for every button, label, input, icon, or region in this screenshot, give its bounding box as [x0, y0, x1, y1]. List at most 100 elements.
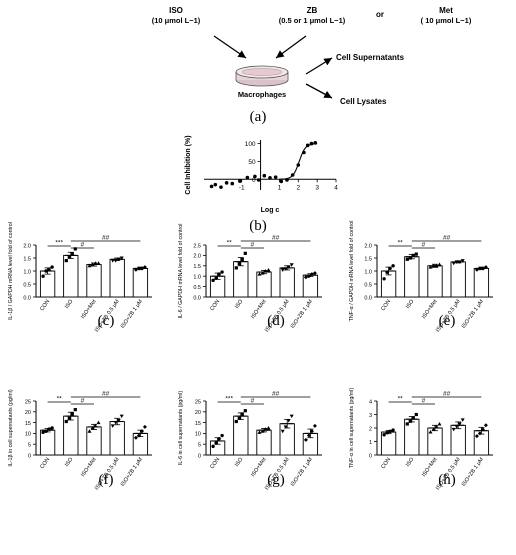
data-point — [451, 261, 456, 266]
data-point — [474, 267, 479, 272]
data-point — [47, 268, 51, 272]
panel-label-c: (c) — [98, 313, 115, 329]
y-tick-label: 15 — [195, 421, 201, 427]
data-point — [70, 412, 74, 416]
data-point — [209, 184, 214, 189]
data-point — [286, 418, 291, 423]
data-point — [391, 428, 395, 432]
bar-chart-d: 0.00.51.01.52.02.5IL-6 / GAPDH mRNA leve… — [178, 224, 322, 333]
data-point — [285, 178, 289, 182]
category-label: CON — [209, 457, 221, 470]
y-tick-label: 10 — [195, 432, 201, 438]
data-point — [133, 267, 138, 272]
data-point — [483, 265, 488, 270]
data-point — [279, 179, 284, 184]
data-point — [260, 271, 265, 275]
significance-label: ** — [398, 396, 404, 403]
y-tick-label: 0.0 — [23, 295, 31, 301]
data-point — [44, 429, 48, 433]
data-point — [460, 259, 465, 263]
significance-label: ** — [398, 240, 404, 247]
y-axis-title: TNF-α in cell supernatants (pg/ml) — [349, 388, 355, 468]
category-label: ISO — [405, 456, 416, 468]
bar — [450, 261, 466, 298]
y-tick-label: 50 — [248, 159, 256, 166]
data-point — [136, 433, 141, 438]
bar — [256, 429, 272, 456]
data-point — [283, 267, 288, 271]
data-point — [290, 173, 295, 177]
supernatants-label: Cell Supernatants — [336, 53, 405, 62]
data-point — [256, 178, 261, 182]
data-point — [243, 409, 247, 413]
y-tick-label: 0.5 — [193, 285, 201, 291]
bar — [473, 267, 490, 298]
data-point — [243, 251, 247, 255]
culture-dish-icon — [235, 65, 289, 87]
data-point — [47, 427, 51, 431]
category-label: CON — [39, 457, 51, 470]
category-label: CON — [380, 457, 392, 470]
y-tick-label: 2.5 — [193, 243, 201, 249]
bar — [86, 264, 102, 298]
data-point — [116, 257, 121, 262]
data-point — [139, 429, 144, 434]
data-point — [431, 263, 436, 268]
data-point — [457, 260, 462, 264]
y-tick-label: 3 — [369, 413, 372, 419]
data-point — [480, 427, 485, 432]
y-tick-label: 0 — [198, 453, 201, 459]
category-label: ISO — [64, 298, 75, 310]
panel-label-h: (h) — [438, 472, 456, 488]
data-point — [90, 426, 95, 430]
data-point — [50, 265, 54, 269]
y-axis-title: IL-6 in cell supernatants (pg/ml) — [178, 391, 184, 465]
data-point — [64, 259, 68, 263]
panel-label-b: (b) — [249, 218, 267, 234]
category-label: CON — [209, 299, 221, 312]
category-label: ISO+ZB 1 μM — [461, 456, 485, 487]
y-tick-label: 25 — [25, 399, 31, 405]
data-point — [230, 181, 235, 186]
data-point — [408, 419, 412, 423]
data-point — [142, 265, 147, 270]
arrow-iso — [213, 35, 247, 59]
data-point — [283, 425, 288, 429]
panel-label-a: (a) — [250, 109, 267, 125]
y-tick-label: 0.5 — [23, 282, 31, 288]
data-point — [286, 265, 291, 269]
data-point — [67, 255, 71, 259]
data-point — [73, 408, 77, 412]
data-point — [405, 257, 409, 261]
data-point — [214, 276, 218, 280]
data-point — [289, 414, 294, 419]
y-axis-title: IL-6 / GAPDH mRNA level fold of control — [178, 224, 184, 319]
data-point — [477, 266, 482, 271]
y-axis-title: IL-1β / GAPDH mRNA level fold of control — [8, 222, 14, 320]
data-point — [477, 431, 482, 436]
data-point — [391, 264, 395, 268]
data-point — [303, 275, 308, 280]
significance-label: ## — [272, 235, 280, 242]
y-axis-title: IL-1β in cell supernatants (pg/ml) — [8, 389, 14, 466]
x-tick-label: 4 — [334, 184, 338, 191]
y-tick-label: 0 — [28, 453, 31, 459]
y-tick-label: 5 — [198, 443, 201, 449]
data-point — [90, 262, 95, 266]
y-tick-label: 2.0 — [193, 254, 201, 260]
data-point — [220, 270, 224, 274]
y-tick-label: 0.0 — [364, 295, 372, 301]
data-point — [312, 423, 317, 428]
data-point — [388, 266, 392, 271]
data-point — [313, 141, 318, 145]
data-point — [280, 429, 285, 434]
significance-label: *** — [225, 396, 233, 403]
data-point — [211, 278, 215, 283]
data-point — [454, 260, 459, 264]
fit-curve — [279, 143, 318, 180]
significance-label: # — [251, 398, 255, 405]
significance-label: ** — [57, 396, 63, 403]
category-label: ISO+ZB 1 μM — [461, 298, 485, 329]
